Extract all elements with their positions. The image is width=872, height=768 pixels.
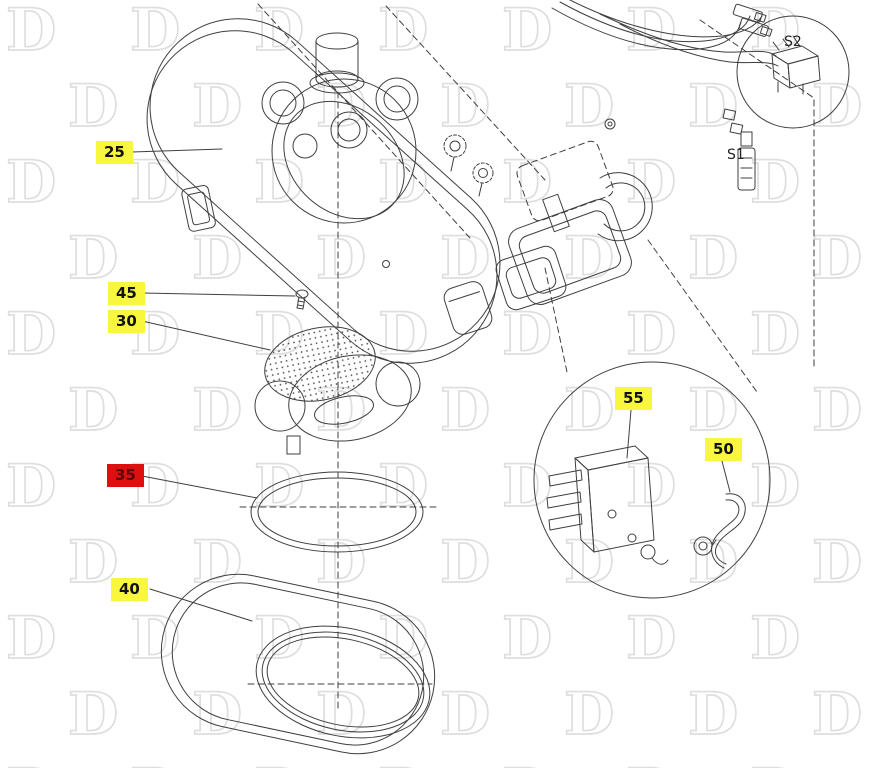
part-label-35-selected[interactable]: 35 — [107, 464, 144, 487]
switch-label-s2: S2 — [784, 34, 802, 50]
part-label-50[interactable]: 50 — [705, 438, 742, 461]
switch-label-s1: S1 — [727, 147, 745, 163]
leader-lines — [131, 148, 731, 622]
tray-drawing — [160, 573, 436, 755]
projection-lines — [239, 3, 815, 713]
part-label-55[interactable]: 55 — [615, 387, 652, 410]
part-label-40[interactable]: 40 — [111, 578, 148, 601]
switch-s2-drawing — [736, 15, 850, 129]
part-label-30[interactable]: 30 — [108, 310, 145, 333]
part-label-25[interactable]: 25 — [96, 141, 133, 164]
wiring-drawing — [551, 0, 779, 135]
screw-45-drawing — [295, 289, 309, 310]
part-label-45[interactable]: 45 — [108, 282, 145, 305]
detail-circle-drawing — [533, 361, 771, 599]
base-plate-drawing — [146, 18, 653, 364]
pump-head-drawing — [254, 326, 421, 455]
switch-s1-drawing — [737, 131, 756, 191]
o-ring-drawing — [250, 471, 424, 553]
